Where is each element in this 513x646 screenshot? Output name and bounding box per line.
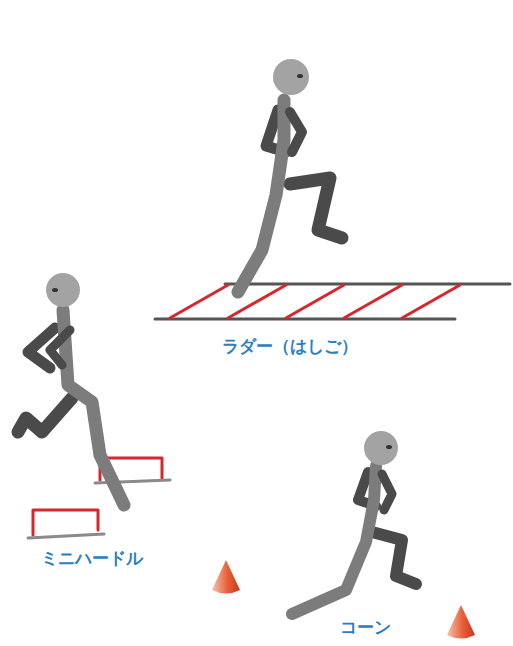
item-label: ミニハードル	[41, 548, 143, 568]
cone	[212, 560, 240, 594]
figure-leg	[290, 178, 342, 238]
ladder-rail	[155, 318, 455, 321]
cone-body	[447, 605, 475, 639]
runner-figure	[238, 59, 342, 292]
figure-eye	[297, 74, 303, 78]
ladder-rung	[170, 285, 228, 318]
item-label: コーン	[340, 617, 391, 637]
ladder-rung	[344, 285, 402, 318]
figure-arm	[50, 330, 70, 365]
cone	[447, 605, 475, 639]
figure-body	[63, 310, 124, 505]
mini-hurdles	[28, 458, 170, 538]
figure-arm	[382, 474, 392, 510]
hurdle-bar	[33, 510, 98, 535]
figure-eye	[52, 288, 58, 292]
figure-arm	[290, 112, 302, 152]
figure-head	[364, 431, 398, 465]
figure-eye	[386, 445, 392, 449]
runner-figure	[292, 431, 416, 614]
ladder-rung	[286, 285, 344, 318]
figure-body	[292, 466, 376, 614]
figure-head	[273, 59, 309, 95]
hurdle-base	[28, 534, 104, 538]
ladder	[155, 284, 510, 319]
cone-body	[212, 560, 240, 594]
item-label: ラダー（はしご）	[222, 336, 358, 356]
ladder-rail	[225, 283, 510, 286]
figure-leg	[18, 398, 72, 432]
ladder-rung	[402, 285, 460, 318]
figure-body	[238, 100, 284, 292]
hurdler-figure	[18, 273, 124, 505]
figure-head	[46, 273, 80, 307]
figure-leg	[372, 532, 416, 584]
